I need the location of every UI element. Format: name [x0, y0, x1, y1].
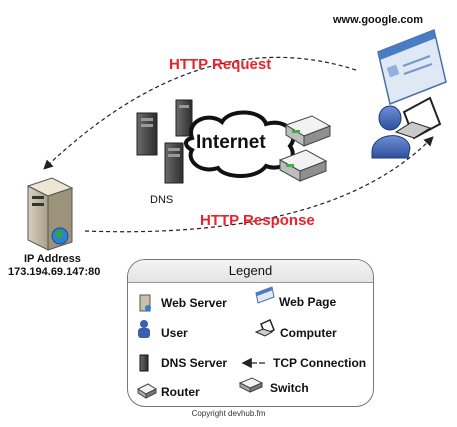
legend: Legend [127, 259, 374, 407]
http-request-label: HTTP Request [169, 56, 272, 73]
legend-title: Legend [228, 263, 273, 278]
legend-router-icon [136, 383, 158, 399]
legend-web-page-icon [255, 286, 275, 304]
legend-switch-icon [238, 377, 264, 393]
http-response-label: HTTP Response [200, 212, 315, 229]
router-icon [284, 115, 332, 147]
http-request-arrow [43, 56, 357, 170]
ip-address-title: IP Address [24, 253, 81, 265]
legend-dns-server-label: DNS Server [161, 356, 228, 370]
http-response-arrow [84, 136, 434, 233]
dns-server-icon [136, 99, 193, 184]
legend-router-label: Router [161, 385, 200, 399]
legend-web-page-label: Web Page [279, 295, 337, 309]
laptop-icon [394, 96, 442, 140]
legend-user-label: User [161, 326, 188, 340]
internet-label: Internet [196, 132, 266, 153]
legend-web-server-icon [139, 294, 151, 312]
legend-web-server-label: Web Server [161, 296, 227, 310]
user-icon [371, 105, 411, 159]
switch-icon [278, 149, 328, 182]
legend-tcp-connection-label: TCP Connection [273, 356, 367, 370]
legend-dns-server-icon [139, 354, 149, 372]
legend-user-icon [138, 320, 150, 338]
legend-computer-icon [254, 318, 275, 337]
legend-switch-label: Switch [270, 381, 309, 395]
dns-label: DNS [150, 194, 174, 206]
ip-address-value: 173.194.69.147:80 [8, 266, 101, 278]
legend-computer-label: Computer [280, 326, 337, 340]
legend-icons [136, 286, 275, 399]
legend-header: Legend [128, 260, 373, 283]
web-server-icon [26, 177, 74, 251]
google-label: www.google.com [333, 14, 424, 26]
web-page-icon [377, 28, 447, 106]
copyright-text: Copyright devhub.fm [191, 409, 266, 418]
